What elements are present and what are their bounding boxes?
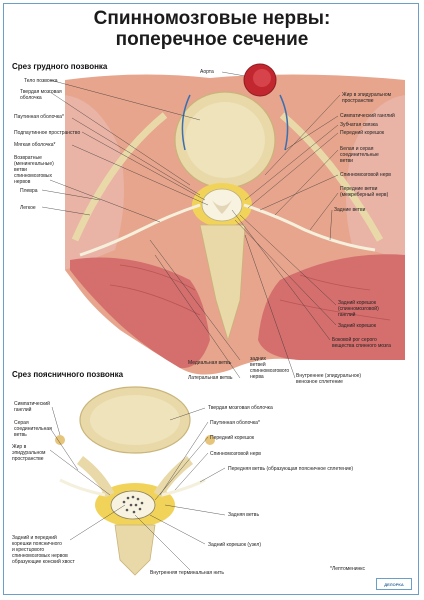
label-cauda-2: корешки поясничного — [12, 541, 62, 547]
label-rami-3: ветви — [340, 158, 353, 164]
label-anterior-rami-1: Передние ветви — [340, 186, 378, 192]
label-recurrent-1: Возвратные — [14, 155, 42, 161]
label-denticulate: Зубчатая связка — [340, 122, 378, 128]
label-lateral-horn-2: вещества спинного мозга — [332, 343, 391, 349]
label-l-fat-1: Жир в — [12, 444, 27, 450]
label-cauda-5: образующие конский хвост — [12, 559, 75, 565]
label-posterior-branches-3: спинномозгового — [250, 368, 290, 374]
label-l-gray-ramus-3: ветвь — [14, 432, 27, 438]
label-spinal-nerve: Спинномозговой нерв — [340, 172, 391, 178]
label-dorsal-ganglion-2: (спинномозговой) — [338, 306, 379, 312]
label-l-sympathetic-2: ганглий — [14, 407, 32, 413]
label-l-gray-ramus-1: Серая — [14, 420, 29, 426]
label-epidural-fat-1: Жир в эпидуральном — [342, 92, 392, 98]
label-venous-plexus-2: венозное сплетение — [296, 379, 343, 385]
label-dura-1: Твердая мозговая — [20, 89, 62, 95]
label-dura-2: оболочка — [20, 95, 42, 101]
label-pleura: Плевра — [20, 188, 38, 194]
label-posterior-rami: Задние ветви — [334, 207, 366, 213]
label-subarachnoid: Подпаутинное пространство — [14, 130, 81, 136]
label-l-posterior-root: Задний корешок (узел) — [208, 542, 262, 548]
label-arachnoid: Паутинная оболочка* — [14, 114, 64, 120]
label-vertebral-body: Тело позвонка — [24, 78, 58, 84]
label-dorsal-ganglion-1: Задний корешок — [338, 300, 377, 306]
label-medial-branch: Медиальная ветвь — [188, 360, 232, 366]
label-l-dura: Твердая мозговая оболочка — [208, 405, 273, 411]
label-l-sympathetic-1: Симпатический — [14, 401, 50, 407]
label-l-gray-ramus-2: соединительная — [14, 426, 52, 432]
label-lung: Легкое — [20, 205, 36, 211]
label-posterior-branches-1: задних — [250, 356, 267, 362]
label-cauda-4: спинномозговых нервов — [12, 553, 68, 559]
label-l-arachnoid: Паутинная оболочка* — [210, 420, 260, 426]
label-cauda-3: и крестцового — [12, 547, 45, 553]
label-anterior-root: Передний корешок — [340, 130, 385, 136]
footnote: *Лептоменинкс — [330, 566, 366, 572]
label-l-fat-3: пространстве — [12, 456, 44, 462]
label-posterior-branches-2: ветвей — [250, 362, 266, 368]
label-recurrent-4: спинномозговых — [14, 173, 53, 179]
label-aorta: Аорта — [200, 69, 214, 75]
thoracic-heading: Срез грудного позвонка — [12, 62, 108, 71]
lumbar-heading: Срез поясничного позвонка — [12, 370, 124, 379]
label-l-filum: Внутренняя терминальная нить — [150, 570, 224, 576]
label-recurrent-2: (менингеальные) — [14, 161, 54, 167]
label-epidural-fat-2: пространстве — [342, 98, 374, 104]
label-l-posterior-ramus: Задняя ветвь — [228, 512, 260, 518]
label-l-spinal-nerve: Спинномозговой нерв — [210, 451, 261, 457]
label-pia: Мягкая оболочка* — [14, 142, 56, 148]
thoracic-section-drawing — [65, 63, 405, 375]
title-line-1: Спинномозговые нервы: — [93, 8, 331, 29]
label-lateral-branch: Латеральная ветвь — [188, 375, 233, 381]
title-line-2: поперечное сечение — [115, 29, 309, 50]
label-posterior-root: Задний корешок — [338, 323, 377, 329]
publisher-logo: ДЕЛОРКА — [376, 578, 412, 590]
lumbar-section-drawing — [55, 386, 215, 576]
label-l-fat-2: эпидуральном — [12, 450, 46, 456]
label-l-anterior-ramus: Передняя ветвь (образующая поясничное сп… — [228, 466, 354, 472]
label-recurrent-5: нервов — [14, 179, 31, 185]
label-sympathetic-ganglion: Симпатический ганглий — [340, 113, 395, 119]
label-lateral-horn-1: Боковой рог серого — [332, 337, 377, 343]
label-cauda-1: Задний и передний — [12, 535, 57, 541]
label-l-anterior-root: Передний корешок — [210, 435, 255, 441]
label-rami-1: Белая и серая — [340, 146, 374, 152]
label-posterior-branches-4: нерва — [250, 374, 264, 380]
label-rami-2: соединительные — [340, 152, 379, 158]
label-recurrent-3: ветви — [14, 167, 27, 173]
label-dorsal-ganglion-3: ганглий — [338, 312, 356, 318]
label-anterior-rami-2: (межреберный нерв) — [340, 192, 389, 198]
page-title: Спинномозговые нервы: поперечное сечение — [0, 8, 424, 50]
label-venous-plexus-1: Внутреннее (эпидуральное) — [296, 373, 362, 379]
